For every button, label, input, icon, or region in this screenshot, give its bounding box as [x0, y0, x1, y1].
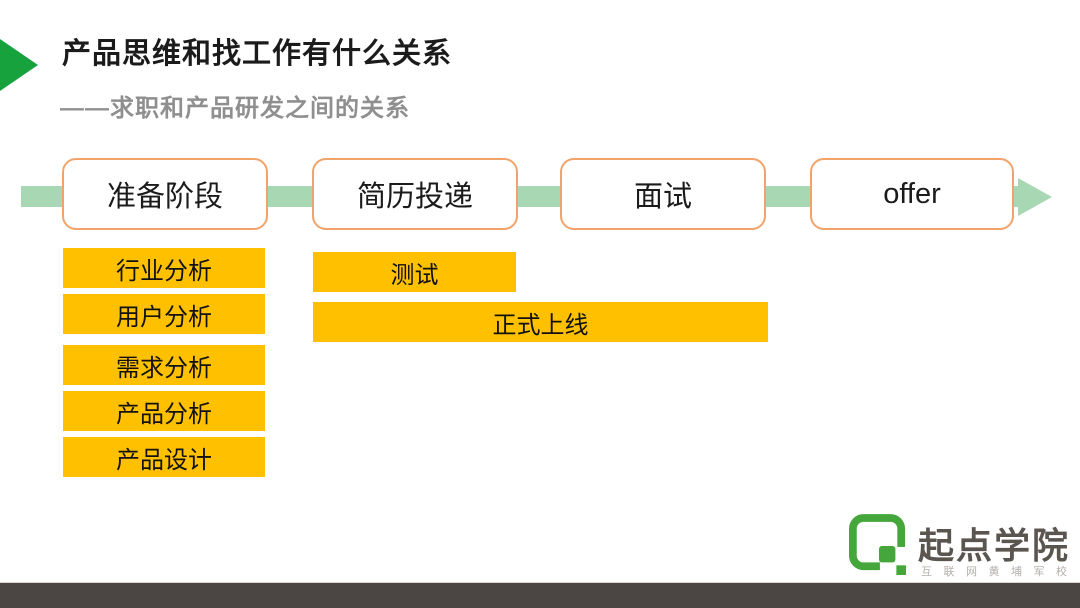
stage-box-offer: offer — [810, 158, 1014, 230]
page-subtitle: ——求职和产品研发之间的关系 — [60, 95, 410, 122]
stage-box-interview: 面试 — [560, 158, 766, 230]
stage-box-preparation: 准备阶段 — [62, 158, 268, 230]
task-label: 测试 — [390, 261, 439, 289]
task-box: 正式上线 — [313, 302, 768, 342]
task-label: 需求分析 — [116, 354, 212, 382]
task-box: 产品分析 — [63, 391, 265, 431]
stage-label: 准备阶段 — [106, 181, 223, 213]
stage-label: offer — [883, 177, 941, 210]
stage-label: 简历投递 — [356, 181, 473, 213]
task-box: 需求分析 — [63, 345, 265, 385]
flow-arrow-head-icon — [1018, 178, 1052, 216]
task-label: 行业分析 — [116, 257, 212, 285]
page-title: 产品思维和找工作有什么关系 — [62, 38, 453, 70]
flow-arrow-line — [21, 186, 1018, 207]
logo-tagline: 互联网黄埔军校 — [921, 566, 1079, 578]
task-label: 正式上线 — [492, 311, 589, 339]
logo-name: 起点学院 — [918, 525, 1071, 566]
qidian-logo-icon — [849, 514, 907, 575]
accent-triangle-icon — [0, 39, 38, 91]
task-box: 产品设计 — [63, 437, 265, 477]
stage-label: 面试 — [633, 181, 692, 213]
task-box: 测试 — [313, 252, 516, 292]
task-label: 用户分析 — [116, 303, 212, 331]
task-box: 行业分析 — [63, 248, 265, 288]
footer-bar — [0, 582, 1080, 608]
task-box: 用户分析 — [63, 294, 265, 334]
task-label: 产品分析 — [116, 400, 212, 428]
task-label: 产品设计 — [116, 446, 212, 474]
stage-box-resume-submission: 简历投递 — [312, 158, 518, 230]
